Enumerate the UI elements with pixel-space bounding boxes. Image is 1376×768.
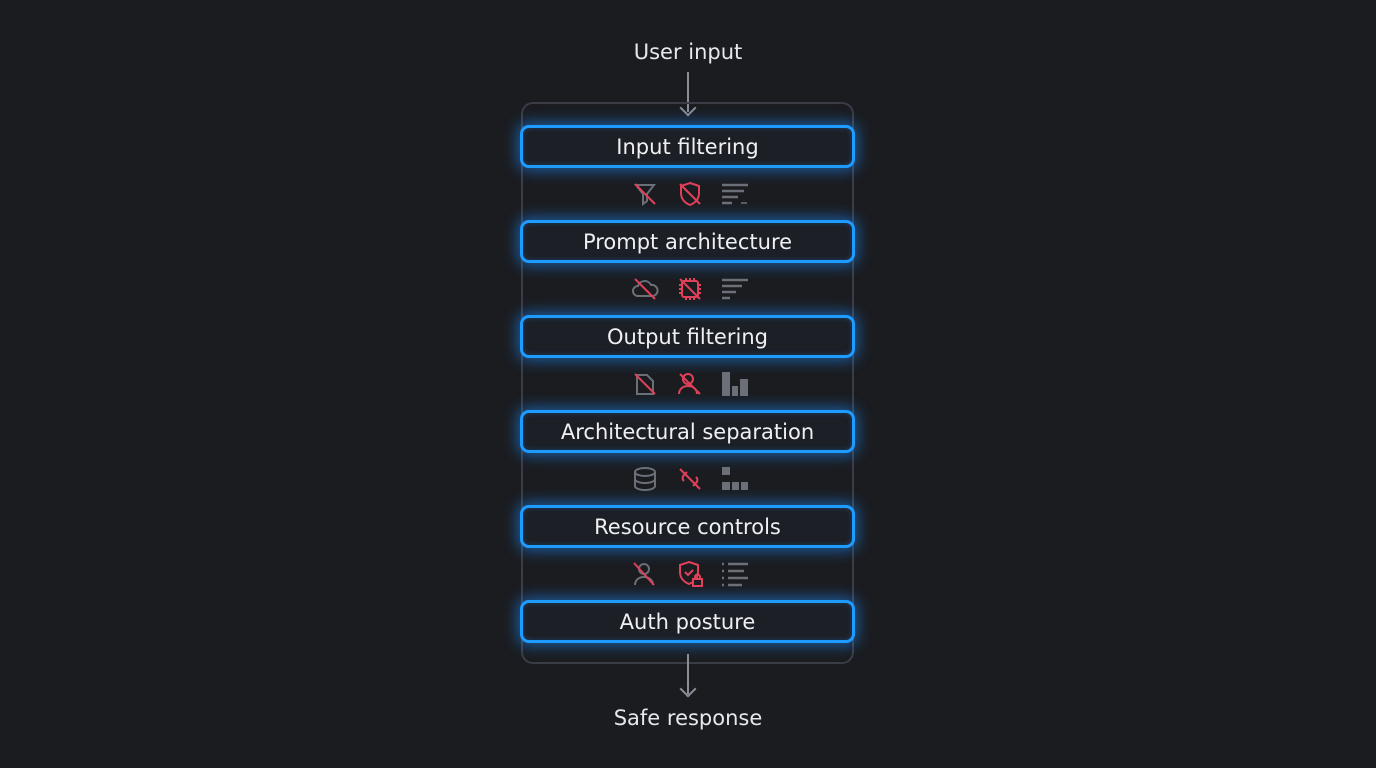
layer-auth-posture: Auth posture xyxy=(520,600,855,643)
hierarchy-icon xyxy=(722,467,748,490)
align-left-icon xyxy=(722,278,748,300)
chip-off-icon xyxy=(679,278,701,300)
link-off-icon xyxy=(679,468,701,490)
filter-off-icon xyxy=(633,183,657,206)
database-icon xyxy=(634,467,656,492)
icon-row xyxy=(630,369,750,399)
input-arrow xyxy=(687,72,689,112)
layer-resource-controls: Resource controls xyxy=(520,505,855,548)
safe-response-label: Safe response xyxy=(613,706,763,730)
layer-architectural-separation: Architectural separation xyxy=(520,410,855,453)
icon-row xyxy=(630,179,750,209)
bar-chart-icon xyxy=(722,372,748,396)
layer-prompt-architecture: Prompt architecture xyxy=(520,220,855,263)
shield-off-icon xyxy=(679,181,701,207)
layer-output-filtering: Output filtering xyxy=(520,315,855,358)
user-input-label: User input xyxy=(633,40,743,64)
file-off-icon xyxy=(634,373,656,395)
output-arrowhead xyxy=(679,680,697,698)
output-arrow xyxy=(687,654,689,694)
icon-row xyxy=(630,464,750,494)
layer-input-filtering: Input filtering xyxy=(520,125,855,168)
user-off-icon xyxy=(678,373,701,395)
text-wrap-icon xyxy=(722,183,748,205)
icon-row xyxy=(630,274,750,304)
icon-row xyxy=(630,559,750,589)
list-icon xyxy=(722,562,748,587)
shield-lock-icon xyxy=(679,560,703,587)
cloud-off-icon xyxy=(632,278,659,300)
user-off-icon xyxy=(633,562,655,586)
